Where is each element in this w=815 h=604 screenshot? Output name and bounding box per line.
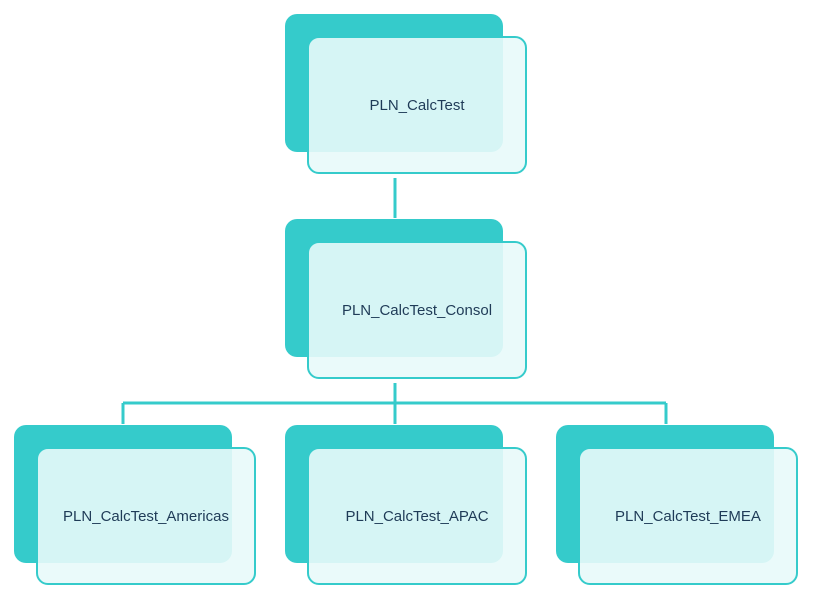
- node-box: [307, 241, 527, 379]
- node-box: [36, 447, 256, 585]
- node-label: PLN_CalcTest_Consol: [341, 301, 493, 319]
- node-box: [307, 447, 527, 585]
- node-box: [307, 36, 527, 174]
- node-label: PLN_CalcTest_Americas: [63, 507, 229, 525]
- node-pln-calctest[interactable]: PLN_CalcTest: [285, 14, 531, 176]
- node-box: [578, 447, 798, 585]
- node-label: PLN_CalcTest_APAC: [345, 507, 489, 525]
- node-pln-calctest-apac[interactable]: PLN_CalcTest_APAC: [285, 425, 531, 587]
- node-pln-calctest-americas[interactable]: PLN_CalcTest_Americas: [14, 425, 260, 587]
- node-label: PLN_CalcTest_EMEA: [615, 507, 761, 525]
- node-pln-calctest-emea[interactable]: PLN_CalcTest_EMEA: [556, 425, 802, 587]
- node-label: PLN_CalcTest: [369, 96, 465, 114]
- node-pln-calctest-consol[interactable]: PLN_CalcTest_Consol: [285, 219, 531, 381]
